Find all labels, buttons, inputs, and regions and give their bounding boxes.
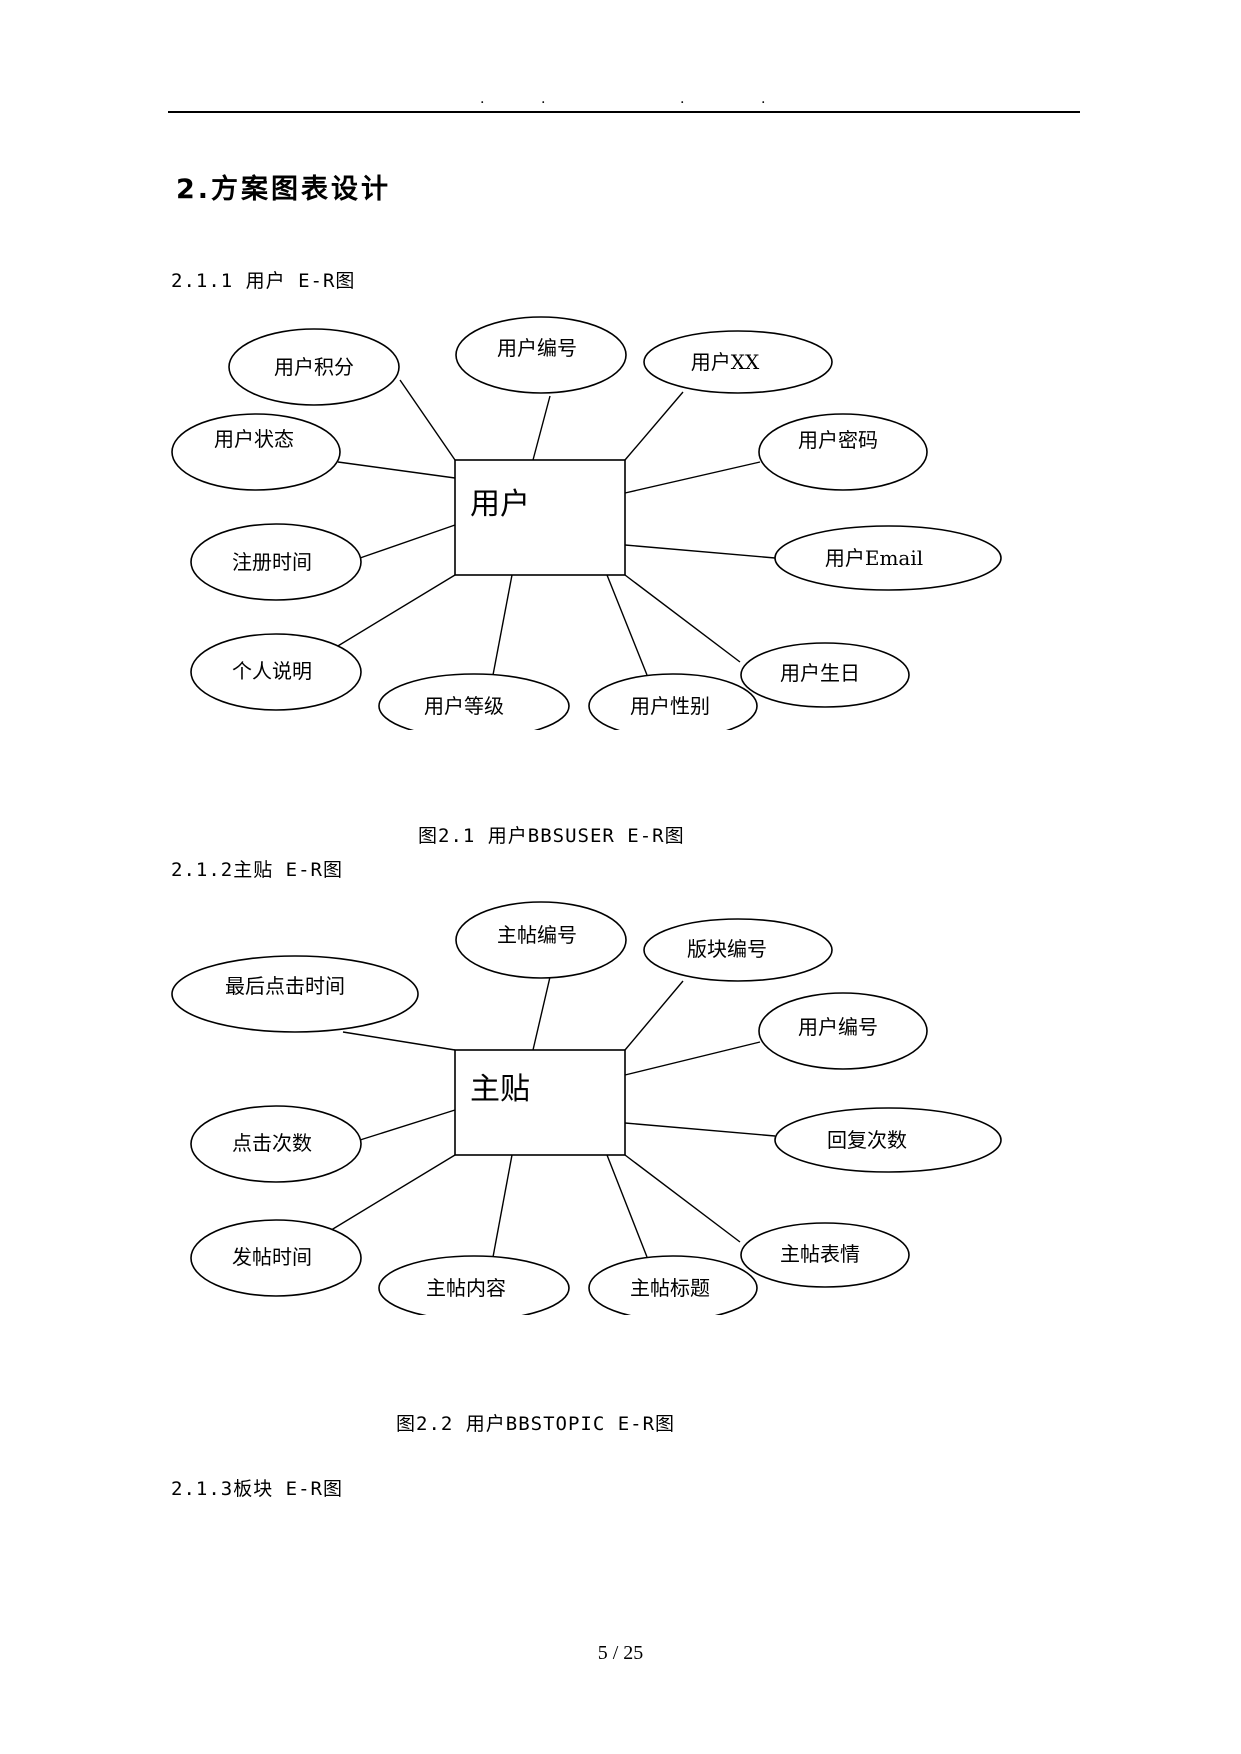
attribute-ellipse <box>171 955 419 1033</box>
entity-label: 用户 <box>470 487 530 522</box>
connector <box>624 544 776 559</box>
attribute-label: 主帖编号 <box>497 923 577 947</box>
attribute-label: 用户状态 <box>214 427 294 451</box>
attribute-label: 版块编号 <box>687 937 767 961</box>
connector <box>322 574 456 656</box>
attribute-label: 个人说明 <box>232 659 312 683</box>
connector <box>532 395 551 461</box>
topic-er-diagram: 主贴 主帖编号 版块编号 最后点击时间 用户编号 点击次数 回复次数 发帖时间 … <box>171 901 1002 1315</box>
attribute-ellipse <box>758 992 928 1070</box>
attribute-label: 用户积分 <box>274 355 354 379</box>
attribute-ellipse <box>774 525 1002 591</box>
connector <box>322 1154 456 1236</box>
connector <box>624 1154 741 1243</box>
attribute-label: 用户密码 <box>798 428 878 452</box>
attribute-ellipse <box>455 901 627 979</box>
attribute-label: 发帖时间 <box>232 1245 312 1269</box>
connector <box>532 976 551 1051</box>
attribute-ellipse <box>190 633 362 711</box>
header-dot: . <box>541 91 546 107</box>
connector <box>492 1154 513 1258</box>
figure-caption-user: 图2.1 用户BBSUSER E-R图 <box>418 825 685 847</box>
attribute-ellipse <box>190 1219 362 1297</box>
subsection-heading-board: 2.1.3板块 E-R图 <box>171 1478 343 1500</box>
attribute-ellipse <box>588 673 758 730</box>
connector <box>624 1041 761 1076</box>
attribute-label: 最后点击时间 <box>225 974 345 998</box>
connector <box>359 524 456 559</box>
attribute-label: 用户性别 <box>630 694 710 718</box>
attribute-label: 注册时间 <box>232 550 312 574</box>
attribute-ellipse <box>378 1255 570 1315</box>
connector <box>359 1109 456 1141</box>
entity-box <box>454 1049 626 1156</box>
attribute-ellipse <box>643 918 833 982</box>
connector <box>624 1122 776 1137</box>
header-rule <box>168 111 1080 113</box>
attribute-ellipse <box>740 642 910 708</box>
attribute-ellipse <box>758 413 928 491</box>
attribute-label: 用户生日 <box>780 661 860 685</box>
entity-box <box>454 459 626 576</box>
attribute-label: 用户等级 <box>424 694 504 718</box>
attribute-ellipse <box>190 523 362 601</box>
header-dot: . <box>680 91 685 107</box>
connector <box>606 1154 648 1258</box>
entity-label: 主贴 <box>470 1072 530 1107</box>
header-dot: . <box>761 91 766 107</box>
connector <box>492 574 513 676</box>
connector <box>342 1031 456 1051</box>
connector <box>337 461 456 479</box>
subsection-heading-topic: 2.1.2主贴 E-R图 <box>171 859 343 881</box>
connector <box>624 391 684 461</box>
attribute-label: 用户编号 <box>798 1015 878 1039</box>
subsection-heading-user: 2.1.1 用户 E-R图 <box>171 270 356 292</box>
figure-caption-topic: 图2.2 用户BBSTOPIC E-R图 <box>396 1413 676 1435</box>
attribute-ellipse <box>740 1222 910 1288</box>
attribute-ellipse <box>171 413 341 491</box>
attribute-ellipse <box>228 328 400 406</box>
attribute-ellipse <box>588 1255 758 1315</box>
attribute-label: 用户编号 <box>497 336 577 360</box>
attribute-label: 用户Email <box>825 546 923 570</box>
attribute-ellipse <box>643 330 833 394</box>
attribute-label: 点击次数 <box>232 1131 312 1155</box>
attribute-label: 回复次数 <box>827 1128 907 1152</box>
connector <box>606 574 648 676</box>
attribute-ellipse <box>378 673 570 730</box>
user-er-diagram: 用户 用户积分 用户编号 用户XX 用户状态 用户密码 注册时间 用户Email… <box>171 316 1002 730</box>
header-dot: . <box>480 91 485 107</box>
attribute-label: 主帖表情 <box>780 1242 860 1266</box>
attribute-ellipse <box>190 1105 362 1183</box>
connector <box>399 379 456 461</box>
attribute-label: 主帖内容 <box>426 1276 506 1300</box>
attribute-label: 主帖标题 <box>630 1276 710 1300</box>
attribute-ellipse <box>774 1107 1002 1173</box>
section-title: 2.方案图表设计 <box>176 174 392 205</box>
connector <box>624 574 741 663</box>
connector <box>624 980 684 1051</box>
connector <box>624 461 761 494</box>
page-number: 5 / 25 <box>597 1642 644 1664</box>
attribute-ellipse <box>455 316 627 394</box>
attribute-label: 用户XX <box>691 350 760 374</box>
